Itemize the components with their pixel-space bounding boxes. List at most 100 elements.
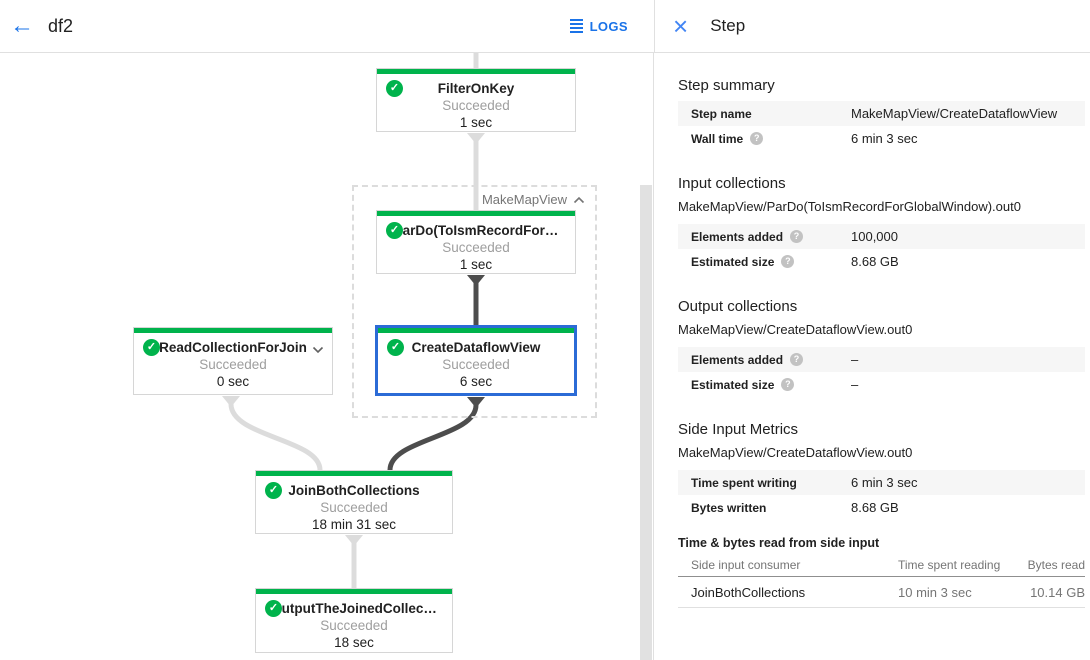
metric-value: 6 min 3 sec bbox=[851, 475, 918, 490]
section-heading-side-input-metrics: Side Input Metrics bbox=[678, 421, 799, 438]
help-icon[interactable]: ? bbox=[750, 132, 764, 145]
help-icon[interactable]: ? bbox=[790, 230, 804, 243]
group-makemapview-label[interactable]: MakeMapView bbox=[482, 192, 585, 207]
node-time: 0 sec bbox=[216, 374, 250, 389]
logs-button[interactable]: LOGS bbox=[569, 0, 628, 52]
node-status: Succeeded bbox=[320, 618, 388, 633]
topbar-left: ← df2 LOGS bbox=[0, 0, 654, 52]
metric-value: 6 min 3 sec bbox=[851, 131, 918, 146]
topbar: ← df2 LOGS × Step bbox=[0, 0, 1090, 53]
check-circle-icon: ✓ bbox=[386, 222, 403, 239]
metric-row-step-name: Step name MakeMapView/CreateDataflowView bbox=[678, 101, 1085, 126]
metric-row-estimated-size: Estimated size? 8.68 GB bbox=[691, 254, 899, 269]
section-heading-output-collections: Output collections bbox=[678, 298, 798, 315]
node-status-bar bbox=[256, 471, 452, 476]
group-makemapview[interactable]: MakeMapView bbox=[352, 185, 597, 418]
node-status: Succeeded bbox=[320, 500, 388, 515]
node-status-bar bbox=[134, 328, 332, 333]
section-heading-input-collections: Input collections bbox=[678, 175, 786, 192]
chevron-down-icon[interactable] bbox=[312, 341, 324, 359]
column-header: Time spent reading bbox=[898, 557, 1001, 572]
metric-value: MakeMapView/CreateDataflowView bbox=[851, 106, 1058, 121]
node-pardo-toismrecord[interactable]: ✓ ParDo(ToIsmRecordFor… Succeeded 1 sec bbox=[376, 210, 576, 274]
chevron-up-icon bbox=[573, 196, 585, 203]
node-title: FilterOnKey bbox=[437, 81, 515, 96]
step-details-panel: Step summary Step name MakeMapView/Creat… bbox=[655, 53, 1090, 660]
table-header-row: Side input consumer Time spent reading B… bbox=[678, 553, 1085, 577]
node-title: JoinBothCollections bbox=[288, 483, 420, 498]
check-circle-icon: ✓ bbox=[265, 482, 282, 499]
help-icon[interactable]: ? bbox=[781, 378, 795, 391]
output-collection-name: MakeMapView/CreateDataflowView.out0 bbox=[678, 322, 913, 337]
metric-value: – bbox=[851, 352, 859, 367]
metric-value: 8.68 GB bbox=[851, 500, 899, 515]
back-arrow-icon[interactable]: ← bbox=[10, 12, 34, 39]
edge-join-to-output bbox=[351, 543, 357, 588]
node-status-bar bbox=[377, 211, 575, 216]
edge-filteronkey-to-pardo bbox=[473, 141, 479, 211]
section-heading-step-summary: Step summary bbox=[678, 77, 775, 94]
list-icon bbox=[569, 19, 583, 33]
check-circle-icon: ✓ bbox=[386, 80, 403, 97]
check-circle-icon: ✓ bbox=[143, 339, 160, 356]
metric-row-bytes-written: Bytes written 8.68 GB bbox=[691, 500, 899, 515]
node-time: 6 sec bbox=[459, 374, 493, 389]
panel-title: Step bbox=[710, 16, 746, 35]
metric-row-time-spent-writing: Time spent writing 6 min 3 sec bbox=[678, 470, 1085, 495]
metric-row-elements-added: Elements added? – bbox=[678, 347, 1085, 372]
help-icon[interactable]: ? bbox=[781, 255, 795, 268]
node-filteronkey[interactable]: ✓ FilterOnKey Succeeded 1 sec bbox=[376, 68, 576, 132]
node-outputthejoinedcollection[interactable]: ✓ OutputTheJoinedCollec… Succeeded 18 se… bbox=[255, 588, 453, 653]
node-status-bar bbox=[378, 328, 574, 333]
column-header: Side input consumer bbox=[691, 557, 801, 572]
node-status-bar bbox=[377, 69, 575, 74]
side-input-collection-name: MakeMapView/CreateDataflowView.out0 bbox=[678, 445, 913, 460]
check-circle-icon: ✓ bbox=[387, 339, 404, 356]
node-status: Succeeded bbox=[199, 357, 267, 372]
logs-button-label: LOGS bbox=[589, 18, 628, 34]
edge-createdataflowview-to-join bbox=[387, 404, 479, 471]
graph-vertical-scrollbar[interactable] bbox=[640, 185, 652, 660]
edge-pardo-to-createdataflowview bbox=[473, 283, 479, 326]
edge-arrowhead-dark bbox=[467, 397, 485, 408]
node-time: 1 sec bbox=[459, 115, 493, 130]
edge-arrowhead bbox=[345, 535, 363, 546]
help-icon[interactable]: ? bbox=[790, 353, 804, 366]
metric-value: – bbox=[851, 377, 859, 392]
metric-row-wall-time: Wall time? 6 min 3 sec bbox=[691, 131, 918, 146]
node-readcollectionforjoin[interactable]: ✓ ReadCollectionForJoin Succeeded 0 sec bbox=[133, 327, 333, 395]
metric-row-estimated-size: Estimated size? – bbox=[691, 377, 859, 392]
metric-value: 100,000 bbox=[851, 229, 898, 244]
edge-arrowhead bbox=[467, 133, 485, 144]
node-title: ParDo(ToIsmRecordFor… bbox=[393, 223, 559, 238]
side-input-table: Side input consumer Time spent reading B… bbox=[678, 553, 1085, 608]
check-circle-icon: ✓ bbox=[265, 600, 282, 617]
table-cell-consumer: JoinBothCollections bbox=[691, 584, 806, 600]
node-title: ReadCollectionForJoin bbox=[159, 340, 307, 355]
node-createdataflowview-selected[interactable]: ✓ CreateDataflowView Succeeded 6 sec bbox=[375, 325, 577, 396]
node-status: Succeeded bbox=[442, 240, 510, 255]
input-collection-name: MakeMapView/ParDo(ToIsmRecordForGlobalWi… bbox=[678, 199, 1021, 214]
job-title: df2 bbox=[48, 15, 74, 36]
node-status-bar bbox=[256, 589, 452, 594]
edge-arrowhead bbox=[222, 396, 240, 407]
node-title: CreateDataflowView bbox=[411, 340, 541, 355]
node-time: 18 sec bbox=[334, 635, 374, 650]
side-input-table-heading: Time & bytes read from side input bbox=[678, 536, 880, 550]
table-cell-time-reading: 10 min 3 sec bbox=[898, 584, 972, 600]
node-joinbothcollections[interactable]: ✓ JoinBothCollections Succeeded 18 min 3… bbox=[255, 470, 453, 534]
table-row: JoinBothCollections 10 min 3 sec 10.14 G… bbox=[678, 577, 1085, 608]
node-time: 1 sec bbox=[459, 257, 493, 272]
node-status: Succeeded bbox=[442, 98, 510, 113]
column-header: Bytes read bbox=[1027, 557, 1085, 572]
graph-edges bbox=[222, 53, 485, 588]
edge-readcollection-to-join bbox=[228, 403, 323, 471]
step-panel-header: × Step bbox=[654, 0, 1090, 52]
node-status: Succeeded bbox=[442, 357, 510, 372]
node-title: OutputTheJoinedCollec… bbox=[271, 601, 437, 616]
edge-arrowhead-dark bbox=[467, 275, 485, 286]
metric-value: 8.68 GB bbox=[851, 254, 899, 269]
pipeline-graph: MakeMapView ✓ FilterOnKey Succeeded 1 se… bbox=[0, 53, 654, 660]
node-time: 18 min 31 sec bbox=[311, 517, 397, 532]
close-icon[interactable]: × bbox=[673, 11, 689, 41]
